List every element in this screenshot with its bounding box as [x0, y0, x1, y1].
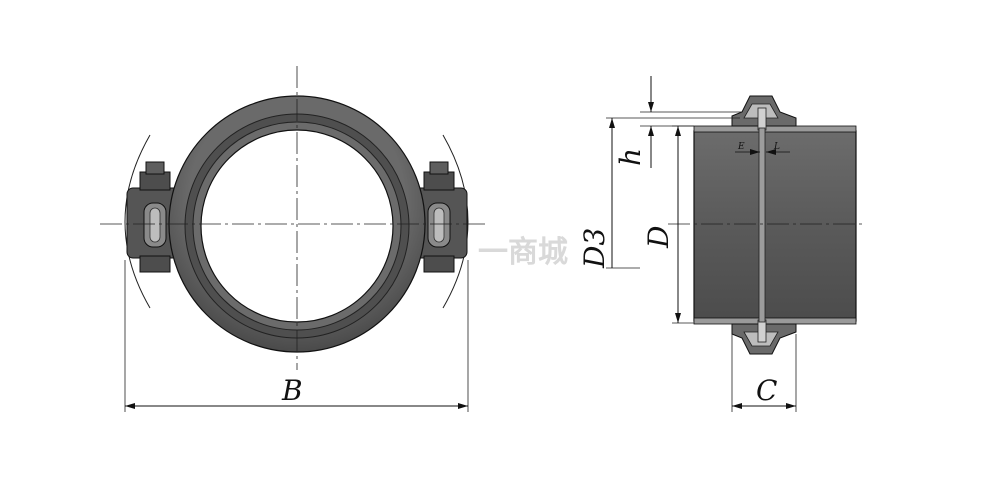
dimension-l-label: L	[773, 142, 780, 152]
bottom-clamp-section	[731, 319, 797, 355]
right-sweep-arc	[442, 134, 469, 309]
dimension-d-label: D	[642, 226, 675, 249]
dimension-e-label: E	[737, 142, 745, 152]
front-view: B	[100, 66, 488, 412]
side-view: E L D D3 h C	[578, 76, 862, 412]
left-sweep-arc	[124, 134, 151, 309]
dimension-h-label: h	[614, 148, 647, 166]
watermark: 一商城	[478, 235, 568, 270]
joint-gap	[758, 127, 766, 323]
dimension-c-label: C	[756, 374, 777, 407]
pipe-body	[693, 130, 857, 322]
dimension-b-label: B	[281, 374, 303, 407]
dimension-d3-label: D3	[578, 228, 611, 269]
top-clamp-section	[731, 95, 797, 131]
